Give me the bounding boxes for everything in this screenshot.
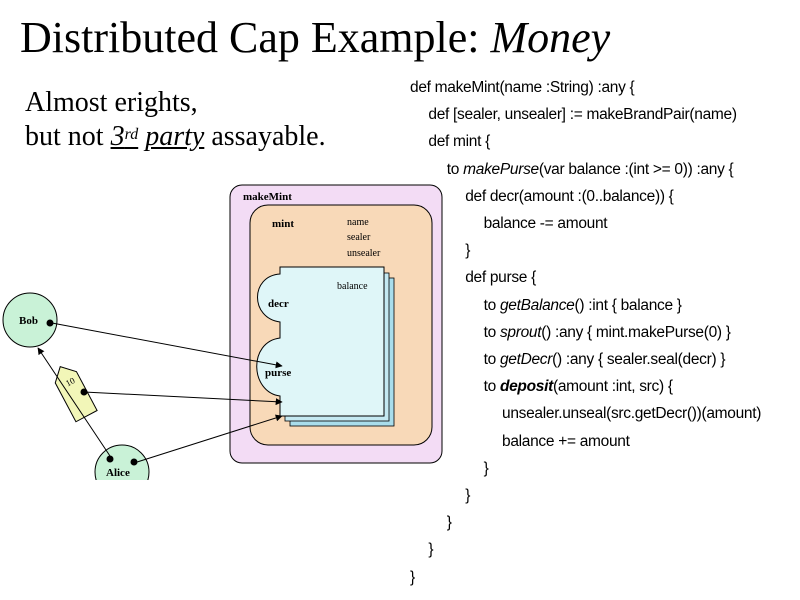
code-line: balance += amount xyxy=(502,432,630,452)
code-token: (amount :int, src) { xyxy=(552,378,673,396)
code-token: } xyxy=(410,568,415,586)
subtitle-ordinal: 3rd xyxy=(111,121,139,152)
dot-token xyxy=(80,388,88,396)
token-shape xyxy=(54,366,98,423)
code-token: unsealer.unseal(src.getDecr())(amount) xyxy=(502,405,762,423)
mint-label: mint xyxy=(272,218,294,230)
code-line: } xyxy=(428,540,433,560)
bob-node xyxy=(2,292,58,348)
code-token: () :any { sealer.seal(decr) } xyxy=(552,351,726,368)
slide-title: Distributed Cap Example: Money xyxy=(20,12,610,64)
purse-label: purse xyxy=(265,367,291,379)
arrow-token-to-purse xyxy=(83,391,283,406)
subtitle-prefix: but not xyxy=(25,121,104,152)
code-token: to xyxy=(483,323,500,341)
code-line: to deposit(amount :int, src) { xyxy=(484,377,673,397)
arrow-token-to-bob xyxy=(37,347,111,457)
subtitle-suffix: assayable. xyxy=(211,121,326,152)
subtitle-line-2: but not 3rd party assayable. xyxy=(25,120,326,154)
dot-alice-left xyxy=(106,455,114,463)
code-line: def mint { xyxy=(428,132,490,152)
code-token: getBalance xyxy=(499,296,575,314)
subtitle-party: party xyxy=(145,121,205,152)
bob-label: Bob xyxy=(19,315,38,327)
subtitle-line-1: Almost erights, xyxy=(25,87,198,118)
code-token: getDecr xyxy=(499,351,553,368)
code-line: to makePurse(var balance :(int >= 0)) :a… xyxy=(447,160,734,180)
code-line: def makeMint(name :String) :any { xyxy=(410,78,635,98)
code-token: to xyxy=(483,351,500,368)
code-token: } xyxy=(446,514,452,532)
title-main: Distributed Cap Example: xyxy=(20,13,480,62)
ordinal-suffix: rd xyxy=(124,126,139,143)
dot-alice-right xyxy=(130,458,138,466)
code-line: unsealer.unseal(src.getDecr())(amount) xyxy=(502,404,761,424)
dot-bob xyxy=(46,319,54,327)
code-token: def mint { xyxy=(428,133,491,151)
code-token: deposit xyxy=(499,378,553,396)
code-token: def [sealer, unsealer] := makeBrandPair(… xyxy=(428,106,737,124)
arrow-alice-to-purse xyxy=(133,414,283,464)
code-token: () :int { balance } xyxy=(574,296,682,314)
code-token: def purse { xyxy=(465,269,536,287)
arrow-bob-to-purse xyxy=(51,322,283,369)
ordinal-number: 3 xyxy=(110,121,125,152)
code-token: def makeMint(name :String) :any { xyxy=(410,79,635,96)
code-token: balance += amount xyxy=(502,432,630,450)
mint-field-unsealer: unsealer xyxy=(347,248,381,259)
code-token: def decr(amount :(0..balance)) { xyxy=(465,187,674,205)
code-line: } xyxy=(447,513,452,533)
code-token: sprout xyxy=(499,323,542,341)
code-line: } xyxy=(484,459,489,479)
decr-label: decr xyxy=(268,298,289,310)
mint-field-name: name xyxy=(347,217,369,228)
code-line: def purse { xyxy=(465,268,536,288)
title-italic: Money xyxy=(490,13,611,62)
code-token: to xyxy=(483,296,500,314)
code-line: } xyxy=(410,568,415,588)
code-line: to getDecr() :any { sealer.seal(decr) } xyxy=(484,350,726,370)
code-token: makePurse xyxy=(463,160,539,178)
mint-field-sealer: sealer xyxy=(347,232,371,243)
code-token: to xyxy=(446,160,464,178)
code-line: to sprout() :any { mint.makePurse(0) } xyxy=(484,323,731,343)
code-token: balance -= amount xyxy=(483,215,608,232)
code-line: } xyxy=(465,486,470,506)
code-token: } xyxy=(428,541,434,559)
code-line: to getBalance() :int { balance } xyxy=(484,296,682,316)
purse-card-front xyxy=(256,266,385,417)
code-token: to xyxy=(483,378,500,396)
code-line: def decr(amount :(0..balance)) { xyxy=(465,187,674,207)
makeMint-label: makeMint xyxy=(243,191,292,203)
code-token: } xyxy=(465,487,471,504)
code-token: } xyxy=(465,242,471,260)
code-line: } xyxy=(465,241,470,261)
mint-diagram: makeMint mint name sealer unsealer balan… xyxy=(2,184,443,480)
alice-label: Alice xyxy=(106,467,130,479)
code-token: (var balance :(int >= 0)) :any { xyxy=(538,160,734,178)
code-token: () :any { mint.makePurse(0) } xyxy=(541,323,731,341)
code-token: } xyxy=(483,459,489,477)
purse-field-balance: balance xyxy=(337,281,368,292)
code-line: balance -= amount xyxy=(484,214,608,234)
slide-subtitle: Almost erights, but not 3rd party assaya… xyxy=(25,86,326,154)
code-line: def [sealer, unsealer] := makeBrandPair(… xyxy=(428,105,737,125)
